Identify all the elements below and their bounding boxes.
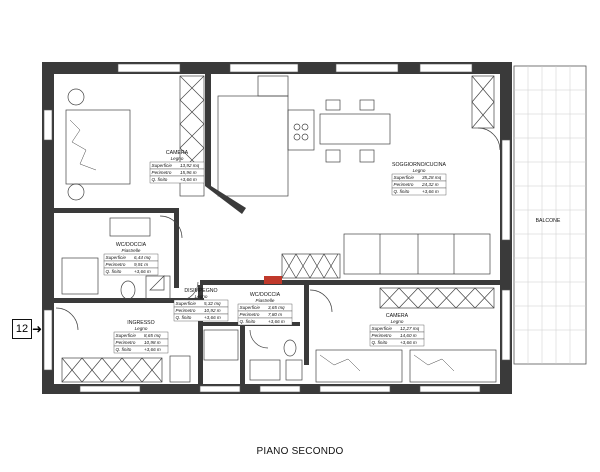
room-name: SOGGIORNO/CUCINA bbox=[392, 162, 446, 168]
room-floor: Legno bbox=[135, 326, 148, 331]
room-row-value: 12,27 mq bbox=[400, 326, 420, 331]
room-row-label: Superficie bbox=[176, 301, 197, 306]
room-name: DISIMPEGNO bbox=[184, 288, 217, 294]
room-row-value: +3,66 m bbox=[268, 319, 285, 324]
room-row-value: 24,32 m bbox=[421, 182, 439, 187]
room-row-label: Superficie bbox=[106, 255, 127, 260]
balcony-label: BALCONE bbox=[536, 218, 561, 224]
room-row bbox=[173, 313, 229, 322]
room-row bbox=[237, 317, 293, 326]
entry-arrow-icon: ➜ bbox=[32, 322, 43, 336]
room-row-value: +3,66 m bbox=[144, 347, 161, 352]
room-row-value: 15,96 m bbox=[180, 170, 197, 175]
room-row-value: 6,44 mq bbox=[134, 255, 151, 260]
room-row bbox=[113, 345, 169, 354]
room-row-label: Q. finito bbox=[176, 315, 192, 320]
room-name: CAMERA bbox=[166, 150, 189, 156]
room-row-label: Superficie bbox=[372, 326, 393, 331]
room-row-label: Perimetro bbox=[394, 182, 414, 187]
room-row bbox=[149, 175, 205, 184]
room-floor: Legno bbox=[195, 294, 208, 299]
room-name: WC/DOCCIA bbox=[116, 242, 147, 248]
room-floor: Legno bbox=[171, 156, 184, 161]
room-row-label: Perimetro bbox=[152, 170, 172, 175]
room-floor: Piastrelle bbox=[122, 248, 141, 253]
room-row-label: Q. finito bbox=[240, 319, 256, 324]
room-row-value: 8,65 mq bbox=[144, 333, 161, 338]
room-row-value: +3,66 m bbox=[180, 177, 197, 182]
room-row-label: Superficie bbox=[116, 333, 137, 338]
room-floor: Legno bbox=[413, 168, 426, 173]
balcony: BALCONE bbox=[513, 65, 587, 365]
room-row-label: Perimetro bbox=[106, 262, 126, 267]
room-name: CAMERA bbox=[386, 313, 409, 319]
room-floor: Legno bbox=[391, 319, 404, 324]
room-row-value: 3,65 mq bbox=[268, 305, 285, 310]
furniture bbox=[55, 75, 501, 383]
room-row-label: Perimetro bbox=[240, 312, 260, 317]
room-name: INGRESSO bbox=[127, 320, 154, 326]
room-row-value: +3,66 m bbox=[204, 315, 221, 320]
room-row-value: +3,66 m bbox=[400, 340, 417, 345]
windows bbox=[43, 63, 511, 393]
room-row-value: 10,98 m bbox=[144, 340, 161, 345]
exterior-walls bbox=[42, 62, 512, 394]
room-row-value: 14,60 m bbox=[400, 333, 417, 338]
room-row-value: 7,80 m bbox=[268, 312, 282, 317]
room-row-value: 5,32 mq bbox=[204, 301, 221, 306]
room-row-value: +3,66 m bbox=[134, 269, 151, 274]
room-row-label: Superficie bbox=[240, 305, 261, 310]
red-marker bbox=[264, 276, 282, 284]
room-row-value: 13,92 mq bbox=[180, 163, 200, 168]
room-row-label: Perimetro bbox=[176, 308, 196, 313]
room-row-value: 10,92 m bbox=[204, 308, 221, 313]
floor-title: PIANO SECONDO bbox=[256, 446, 344, 457]
room-row bbox=[369, 338, 425, 347]
room-row bbox=[103, 267, 159, 276]
room-row-label: Superficie bbox=[394, 175, 415, 180]
room-row-label: Superficie bbox=[152, 163, 173, 168]
room-name: WC/DOCCIA bbox=[250, 292, 281, 298]
room-row-label: Q. finito bbox=[106, 269, 122, 274]
room-row-value: 35,28 mq bbox=[422, 175, 442, 180]
room-row-label: Q. finito bbox=[152, 177, 168, 182]
entry-number: 12 bbox=[12, 319, 32, 339]
room-row-label: Q. finito bbox=[372, 340, 388, 345]
room-row-label: Perimetro bbox=[116, 340, 136, 345]
room-row-value: +3,66 m bbox=[422, 189, 439, 194]
room-row-label: Perimetro bbox=[372, 333, 392, 338]
room-row-label: Q. finito bbox=[394, 189, 410, 194]
room-row bbox=[391, 187, 447, 196]
room-floor: Piastrelle bbox=[256, 298, 275, 303]
room-row-label: Q. finito bbox=[116, 347, 132, 352]
room-row-value: 9,91 m bbox=[134, 262, 148, 267]
